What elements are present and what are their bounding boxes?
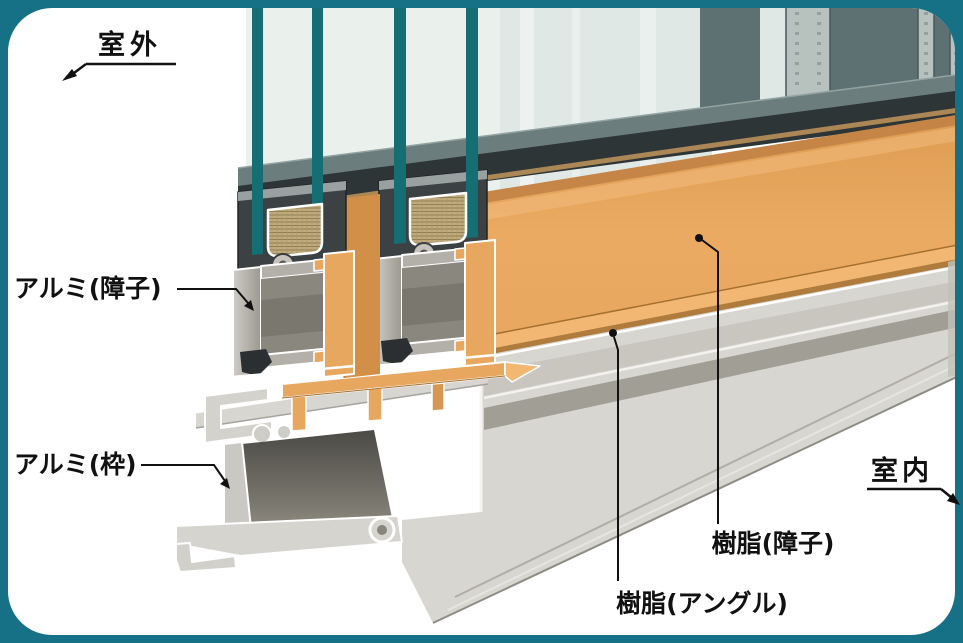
angle-leg-rear [431, 382, 445, 412]
angle-shadow-line [281, 375, 506, 399]
glass-slit [760, 8, 786, 100]
frame-nub [276, 424, 292, 440]
sash-bottom-edge [373, 353, 496, 368]
frame-sill-face [402, 258, 955, 624]
resin-sash-leader-dot [695, 234, 703, 242]
frame-screw-hole [377, 525, 387, 535]
sill-lower-line [447, 361, 955, 611]
labels: 室外 室内 アルミ(障子) アルミ(枠) 樹脂(障子) 樹脂(アングル) [14, 29, 960, 618]
resin-highlight [484, 126, 955, 220]
indoor-arrowhead [947, 493, 960, 505]
sill-ridge-line [483, 298, 955, 400]
outdoor-label: 室外 [98, 29, 162, 61]
ledge-lip-line [483, 243, 955, 337]
resin-sash-leader [701, 239, 719, 524]
glazing-spacer [266, 202, 324, 258]
sill-bottom-edge [432, 373, 955, 624]
label-outdoor: 室外 [62, 29, 176, 81]
sash-section-2 [373, 8, 496, 368]
aluminum-frame-leader [141, 464, 226, 482]
sash-section-1 [232, 8, 380, 379]
sill-end-cap [948, 258, 955, 377]
cavity-core-shadow [402, 282, 473, 326]
glass-streak [572, 8, 580, 198]
label-resin-sash: 樹脂(障子) [695, 234, 834, 558]
resin-hook [313, 350, 325, 364]
sash-resin-upright [464, 239, 496, 367]
aluminum-frame-label: アルミ(枠) [14, 450, 137, 479]
angle-leg [291, 395, 307, 432]
indoor-label: 室内 [871, 455, 933, 487]
resin-angle-label: 樹脂(アングル) [616, 589, 788, 618]
aluminum-sash-leader [177, 288, 249, 304]
label-resin-angle: 樹脂(アングル) [609, 329, 788, 618]
resin-top-edge [484, 114, 955, 203]
glass-pane-edge [466, 8, 478, 238]
glass-pane-edge [312, 8, 323, 249]
resin-hook [313, 258, 325, 272]
aluminum-sash-arrowhead [244, 300, 254, 311]
label-aluminum-frame: アルミ(枠) [14, 450, 230, 489]
resin-sash-back-face [483, 114, 955, 360]
ribbed-strip [786, 8, 830, 97]
bottom-gasket [240, 349, 272, 376]
angle-corner-face [504, 361, 541, 383]
resin-angle-leader [613, 336, 619, 581]
sash-bottom-edge [232, 364, 355, 379]
resin-angle-leader-dot [609, 329, 617, 337]
sash-resin-upright [323, 250, 355, 378]
glazing-spacer [408, 191, 468, 247]
label-aluminum-sash: アルミ(障子) [14, 274, 254, 311]
frame-hollow-interior [242, 430, 392, 536]
cavity-core-shadow [261, 293, 332, 337]
rail-sheen [237, 73, 955, 169]
indoor-arrow-line [940, 488, 953, 499]
illustration [175, 8, 955, 624]
sill-band [484, 280, 955, 396]
glass-pane-edge [252, 8, 263, 255]
aluminum-frame-arrowhead [220, 478, 230, 489]
rail-top-surface [238, 74, 955, 188]
frame-nub [252, 424, 272, 444]
resin-angle-section [281, 361, 541, 432]
resin-hook [454, 339, 466, 353]
resin-hook [454, 247, 466, 261]
outdoor-arrowhead [62, 69, 77, 81]
aluminum-sash-label: アルミ(障子) [14, 274, 162, 303]
label-indoor: 室内 [867, 455, 960, 505]
sill-lower-groove [454, 349, 955, 598]
resin-angle-ledge-top [484, 244, 955, 352]
frame-foot [175, 542, 237, 573]
bottom-gasket [381, 338, 413, 365]
resin-sash-label: 樹脂(障子) [712, 529, 835, 558]
angle-leg [367, 387, 383, 422]
panel-separators [785, 8, 951, 97]
sill-groove [484, 308, 955, 430]
sill-top-edge [483, 264, 955, 360]
frame-bottom-plate [175, 515, 403, 557]
glass-pane-edge [394, 8, 406, 244]
